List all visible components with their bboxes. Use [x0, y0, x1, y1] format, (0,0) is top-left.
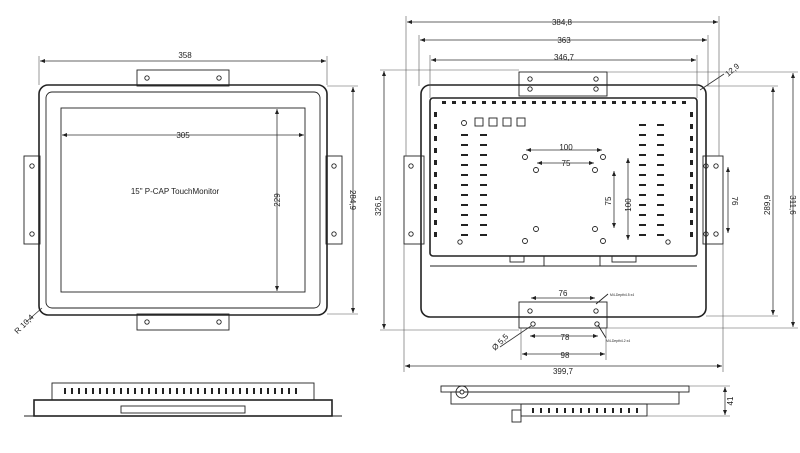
dim-bottom-76: 76 — [559, 289, 568, 298]
rear-side-vents — [434, 112, 693, 237]
dim-bottom-98: 98 — [561, 351, 570, 360]
dim-399-7: 399,7 — [553, 367, 574, 376]
note-bottom: M4-Depth4.2 x4 — [606, 339, 630, 343]
active-area — [60, 107, 306, 293]
dim-284-9: 284,9 — [348, 190, 357, 211]
front-view: 15" P-CAP TouchMonitor 358 305 229 284,9… — [13, 51, 358, 336]
note-top: M4-Depth4.5 x4 — [610, 293, 634, 297]
panel-label: 15" P-CAP TouchMonitor — [131, 187, 220, 196]
dim-346-7: 346,7 — [554, 53, 575, 62]
vesa-holes — [457, 154, 671, 245]
rear-view: 100 75 75 100 384,8 363 346,7 12,9 7 — [374, 16, 798, 376]
rear-bracket-top — [518, 71, 608, 97]
dim-311-6: 311,6 — [788, 195, 797, 215]
rear-left-vent-block — [461, 134, 487, 236]
rear-chassis — [429, 97, 698, 257]
dim-12-9: 12,9 — [724, 61, 742, 78]
rear-top-vents — [442, 101, 686, 104]
rear-bracket-bottom — [518, 301, 608, 329]
rear-bracket-left — [403, 155, 425, 245]
rear-right-vent-block — [639, 124, 664, 236]
profile-vent-slots — [64, 388, 297, 394]
bracket-left — [23, 155, 41, 245]
dim-305: 305 — [176, 131, 190, 140]
front-bezel-outer — [38, 84, 328, 316]
dim-depth-41: 41 — [726, 396, 735, 405]
dim-vesa-100-h: 100 — [559, 143, 573, 152]
front-side-profile — [24, 382, 342, 417]
dim-326-5: 326,5 — [374, 195, 383, 216]
dim-229: 229 — [273, 193, 282, 207]
dim-vesa-100-v: 100 — [624, 198, 633, 212]
dim-vesa-75-v: 75 — [604, 196, 613, 205]
rear-profile-slots — [532, 408, 638, 413]
dim-289-9: 289,9 — [763, 194, 772, 215]
dim-363: 363 — [557, 36, 571, 45]
dim-vesa-75-h: 75 — [562, 159, 571, 168]
dim-side-76: 76 — [730, 197, 739, 206]
dim-bottom-78: 78 — [561, 333, 570, 342]
bracket-top — [136, 69, 230, 87]
rear-bracket-right — [702, 155, 724, 245]
bracket-bottom — [136, 313, 230, 331]
dim-358: 358 — [178, 51, 192, 60]
rear-side-profile: 41 — [440, 385, 735, 423]
rear-frame-outer — [420, 84, 707, 318]
rear-osd-buttons — [461, 117, 526, 127]
front-bezel-inner — [45, 91, 321, 309]
bracket-right — [325, 155, 343, 245]
dim-384-8: 384,8 — [552, 18, 573, 27]
